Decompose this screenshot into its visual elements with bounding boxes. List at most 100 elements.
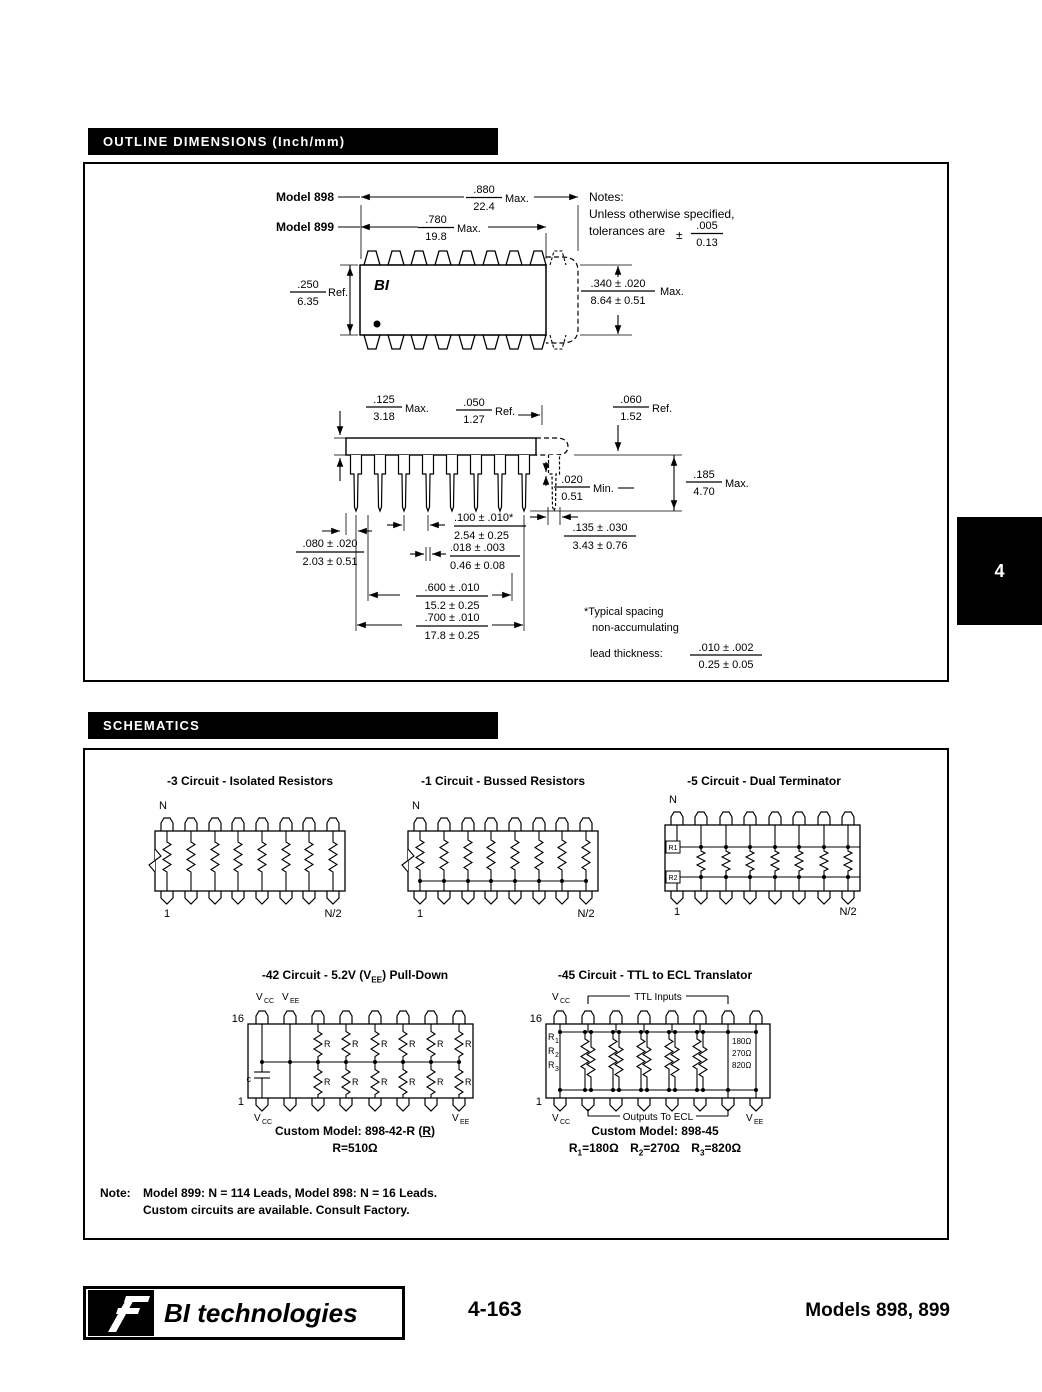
dim-880-suffix: Max.: [505, 193, 529, 205]
dim-250-mm: 6.35: [297, 296, 318, 308]
translator-network: [558, 1024, 758, 1098]
circuit-42-title: -42 Circuit - 5.2V (VEE) Pull-Down: [261, 968, 449, 985]
svg-text:CC: CC: [560, 1119, 570, 1126]
chip-body: [359, 264, 547, 336]
lower-extension-lines: [345, 513, 525, 631]
dim-020-group: .020 0.51 Min.: [542, 462, 634, 503]
svg-text:R: R: [465, 1039, 472, 1049]
dashed-package-extension: [546, 256, 579, 344]
dim-340-mm: 8.64 ± 0.51: [591, 295, 646, 307]
page-number: 4-163: [468, 1298, 522, 1321]
dim-050-mm: 1.27: [463, 414, 484, 426]
dim-340-suffix: Max.: [660, 286, 684, 298]
dip-outline: [154, 830, 346, 892]
svg-text:R: R: [409, 1077, 416, 1087]
dim-880-inch: .880: [473, 184, 494, 196]
dim-080-mm: 2.03 ± 0.51: [303, 556, 358, 568]
circuit-42-custom-model: Custom Model: 898-42-R (R): [274, 1124, 436, 1138]
svg-text:R: R: [437, 1039, 444, 1049]
svg-text:CC: CC: [560, 998, 570, 1005]
model-899-label: Model 899: [276, 220, 334, 234]
circuit-3-title: -3 Circuit - Isolated Resistors: [166, 774, 334, 788]
dip-outline: [545, 1023, 771, 1099]
model-898-label: Model 898: [276, 190, 334, 204]
circuit-3-drawing: N 1 N/2: [148, 800, 346, 920]
chip-logo: BI: [374, 277, 390, 294]
vcc-bottom-label: V: [552, 1113, 559, 1124]
pin-n-label: N: [412, 800, 420, 812]
dim-700-mm: 17.8 ± 0.25: [425, 630, 480, 642]
dim-100-group: .100 ± .010* 2.54 ± 0.25: [387, 512, 526, 542]
vee-bottom-label: V: [452, 1113, 459, 1124]
notes-pm: ±: [676, 228, 683, 242]
ohm-270-label: 270Ω: [732, 1049, 751, 1058]
dim-185-mm: 4.70: [693, 486, 714, 498]
dim-780-group: Model 899 .780 19.8 Max.: [276, 214, 547, 259]
dim-050-suffix: Ref.: [495, 406, 515, 418]
pin-1-label: 1: [164, 908, 170, 920]
svg-text:2: 2: [555, 1052, 559, 1059]
svg-text:R: R: [465, 1077, 472, 1087]
outline-section-header: OUTLINE DIMENSIONS (Inch/mm): [88, 128, 498, 155]
pin-1-label: 1: [417, 908, 423, 920]
side-body: [345, 437, 537, 456]
svg-text:1: 1: [555, 1038, 559, 1045]
circuit-5-title: -5 Circuit - Dual Terminator: [687, 774, 841, 788]
isolated-resistors: [162, 831, 338, 891]
dual-terminator-network: [665, 825, 860, 891]
dip-top-view: BI: [359, 250, 579, 350]
pin-n2-label: N/2: [324, 908, 341, 920]
brand-text: BI technologies: [164, 1297, 358, 1328]
outline-drawing: Model 898 .880 22.4 Max. Model 899 .780 …: [276, 184, 762, 671]
pin-1-label: 1: [238, 1096, 244, 1108]
dim-060-mm: 1.52: [620, 411, 641, 423]
dim-060-inch: .060: [620, 394, 641, 406]
pin-n-label: N: [159, 800, 167, 812]
svg-text:EE: EE: [290, 998, 300, 1005]
dim-018-group: .018 ± .003 0.46 ± 0.08: [410, 542, 520, 572]
dim-020-suffix: Min.: [593, 483, 614, 495]
note-line2: Custom circuits are available. Consult F…: [143, 1203, 410, 1217]
notes-tol-inch: .005: [696, 220, 717, 232]
notes-line1: Notes:: [589, 190, 624, 204]
dim-050-inch: .050: [463, 397, 484, 409]
outputs-label: Outputs To ECL: [623, 1112, 694, 1123]
dim-080-group: .080 ± .020 2.03 ± 0.51: [296, 527, 372, 568]
circuit-1-drawing: N 1 N/2: [401, 800, 599, 920]
r1-label: R: [548, 1032, 555, 1042]
dim-700-inch: .700 ± .010: [425, 612, 480, 624]
dim-250-suffix: Ref.: [328, 287, 348, 299]
ttl-inputs-label: TTL Inputs: [634, 992, 681, 1003]
outputs-bracket: [587, 1109, 729, 1117]
r1-rail-label: R1: [669, 845, 678, 852]
circuit-42-drawing: V CC V EE 16 1: [232, 992, 474, 1126]
dim-340-group: .340 ± .020 8.64 ± 0.51 Max.: [580, 264, 684, 336]
svg-text:R: R: [381, 1039, 388, 1049]
notes-line2: Unless otherwise specified,: [589, 207, 734, 221]
dim-018-inch: .018 ± .003: [450, 542, 505, 554]
pin-16-label: 16: [232, 1013, 244, 1025]
ttl-inputs-bracket: [587, 995, 729, 1004]
r-label: R: [324, 1039, 331, 1049]
dim-600-mm: 15.2 ± 0.25: [425, 600, 480, 612]
dip-outline: [664, 824, 861, 892]
ohm-820-label: 820Ω: [732, 1061, 751, 1070]
svg-text:CC: CC: [262, 1119, 272, 1126]
dim-125-group: .125 3.18 Max.: [334, 394, 429, 481]
r3-label: R: [548, 1060, 555, 1070]
side-page-tab: 4: [957, 517, 1042, 625]
lead-thickness-mm: 0.25 ± 0.05: [699, 659, 754, 671]
dim-340-inch: .340 ± .020: [591, 278, 646, 290]
dim-880-group: Model 898 .880 22.4 Max.: [276, 184, 579, 259]
vcc-label: V: [256, 992, 263, 1003]
svg-text:EE: EE: [460, 1119, 470, 1126]
typical-line1: *Typical spacing: [584, 606, 664, 618]
dim-100-mm: 2.54 ± 0.25: [454, 530, 509, 542]
svg-text:R: R: [324, 1077, 331, 1087]
circuit-42-r-value: R=510Ω: [332, 1141, 378, 1155]
dim-600-group: .600 ± .010 15.2 ± 0.25: [369, 582, 511, 612]
dim-135-inch: .135 ± .030: [573, 522, 628, 534]
dip-outline: [247, 1023, 474, 1099]
dim-250-group: .250 6.35 Ref.: [290, 264, 358, 336]
